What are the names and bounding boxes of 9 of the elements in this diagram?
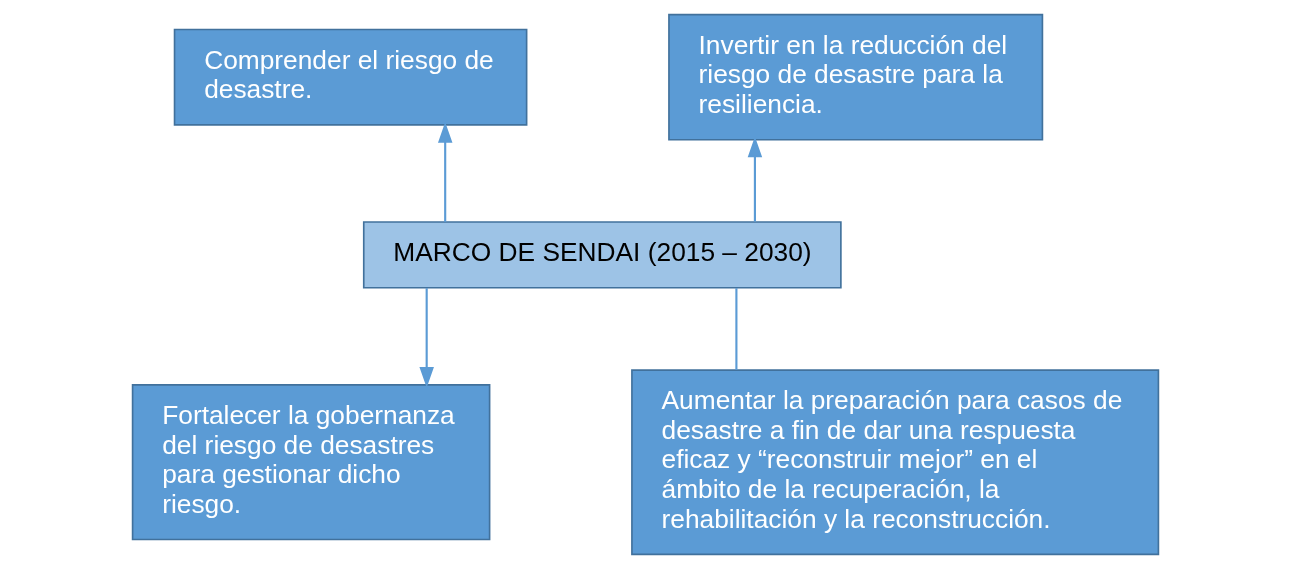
node-box: Invertir en la reducción del riesgo de desastre para la resiliencia.: [668, 13, 1044, 141]
node-box: MARCO DE SENDAI (2015 – 2030): [362, 221, 842, 289]
node-box: Aumentar la preparación para casos de desastre a fin de dar una respuesta eficaz y “reconstruir mejor” en el ámbito de la recuperación, la rehabilitación y la reconstrucción.: [631, 369, 1160, 556]
node-box: Fortalecer la gobernanza del riesgo de desastres para gestionar dicho riesgo.: [131, 384, 491, 541]
node-box: Comprender el riesgo de desastre.: [173, 28, 528, 126]
arrow: [419, 288, 434, 388]
arrow: [747, 136, 763, 222]
connector: [735, 288, 738, 370]
arrow: [437, 122, 453, 222]
